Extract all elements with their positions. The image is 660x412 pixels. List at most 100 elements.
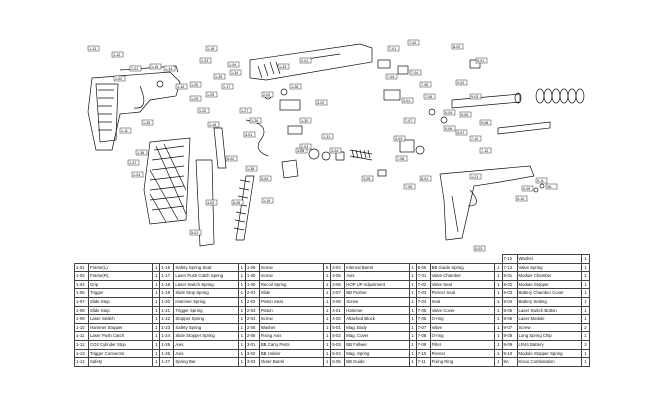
part-code: 2-06 bbox=[244, 331, 260, 341]
callout-label: 8-02 bbox=[453, 45, 460, 49]
callout-label: 2-01 bbox=[301, 59, 308, 63]
callout-9-09: 9-09 bbox=[521, 185, 534, 192]
part-name: Frame(R) bbox=[87, 271, 154, 281]
callout-label: 5-02 bbox=[227, 157, 234, 161]
part-name: Module Chamber bbox=[516, 271, 583, 281]
part-qty: 1 bbox=[152, 271, 161, 281]
callout-1-04: 1-04 bbox=[227, 61, 240, 68]
callout-label: 9-11 bbox=[537, 179, 544, 183]
part-code: 2-02 bbox=[244, 296, 260, 307]
part-qty: 1 bbox=[494, 271, 503, 281]
callout-label: 1-34 bbox=[231, 71, 238, 75]
part-qty: 1 bbox=[408, 279, 417, 290]
callout-1-17: 1-17 bbox=[221, 83, 234, 90]
part-name: Piston Seat bbox=[258, 296, 325, 307]
part-name: Piercer Seal bbox=[429, 288, 496, 298]
part-name: Kisoo Combination bbox=[516, 357, 583, 367]
callout-1-21: 1-21 bbox=[469, 173, 482, 180]
part-code: 3-06 bbox=[330, 279, 346, 290]
part-name: Spring Bar bbox=[173, 357, 239, 367]
part-qty: 1 bbox=[581, 314, 590, 324]
part-name: Slide Stop bbox=[87, 296, 154, 307]
part-code: 5-06 bbox=[415, 262, 431, 273]
callout-label: 3-01 bbox=[403, 99, 410, 103]
callout-label: 9-04 bbox=[445, 111, 452, 115]
empty-cell bbox=[324, 255, 331, 264]
valve-parts bbox=[308, 148, 373, 161]
part-name: BB Follwer bbox=[344, 339, 410, 350]
empty-cell bbox=[245, 255, 259, 264]
empty-cell bbox=[174, 255, 238, 264]
part-qty: 1 bbox=[237, 271, 246, 281]
part-code: 7-02 bbox=[415, 279, 431, 290]
part-code: 1-12 bbox=[74, 339, 89, 350]
callout-3-01: 3-01 bbox=[401, 97, 414, 104]
part-code: 7-11 bbox=[415, 357, 431, 367]
part-qty: 1 bbox=[408, 331, 417, 341]
callout-label: 1-01 bbox=[131, 67, 138, 71]
callout-1-15: 1-15 bbox=[149, 63, 162, 70]
part-qty: 1 bbox=[323, 322, 332, 333]
callout-1-33: 1-33 bbox=[277, 63, 290, 70]
callout-label: 7-09 bbox=[405, 185, 412, 189]
callout-label: 1-35 bbox=[143, 121, 150, 125]
empty-cell bbox=[160, 255, 174, 264]
callout-label: 1-11 bbox=[121, 129, 128, 133]
part-name: Laser Module bbox=[516, 314, 583, 324]
callout-4-01: 4-01 bbox=[243, 131, 256, 138]
part-name: Fixing Axis bbox=[258, 331, 325, 341]
part-name: Attached Block bbox=[344, 314, 410, 324]
part-code: 5-02 bbox=[330, 331, 346, 341]
part-qty: 1 bbox=[494, 357, 503, 367]
empty-cell bbox=[409, 255, 416, 264]
part-code: 7-01 bbox=[415, 271, 431, 281]
part-qty: 1 bbox=[408, 296, 417, 307]
part-code: 3-07 bbox=[330, 288, 346, 298]
callout-label: 1-39 bbox=[215, 75, 222, 79]
part-qty: 1 bbox=[237, 288, 246, 298]
part-qty: 1 bbox=[237, 331, 246, 341]
callout-label: 7-08 bbox=[397, 157, 404, 161]
part-qty: 1 bbox=[237, 314, 246, 324]
callout-label: 2-02 bbox=[263, 93, 270, 97]
callout-label: 1-37 bbox=[129, 161, 136, 165]
part-code: 1-13 bbox=[74, 348, 89, 359]
empty-cell bbox=[259, 255, 323, 264]
part-qty: 1 bbox=[323, 314, 332, 324]
part-code: 7-10 bbox=[415, 348, 431, 359]
part-code: 4-01 bbox=[330, 305, 346, 316]
part-qty: 1 bbox=[408, 305, 417, 316]
part-name: BB Holder bbox=[258, 348, 325, 359]
callout-1-16: 1-16 bbox=[207, 121, 220, 128]
callout-1-39: 1-39 bbox=[213, 73, 226, 80]
part-name: Safety bbox=[87, 357, 154, 367]
part-code: 2-04 bbox=[244, 314, 260, 324]
part-name: Valve Cover bbox=[429, 305, 496, 316]
part-qty: 1 bbox=[581, 279, 590, 290]
callout-1-12: 1-12 bbox=[111, 51, 124, 58]
part-code: 1-25 bbox=[159, 339, 175, 350]
part-qty: 1 bbox=[152, 314, 161, 324]
callout-8-02: 8-02 bbox=[451, 43, 464, 50]
callout-label: 1-04 bbox=[229, 63, 236, 67]
callout-label: 1-22 bbox=[199, 109, 206, 113]
callout-label: 1-24 bbox=[133, 173, 140, 177]
part-name: Axis bbox=[344, 271, 410, 281]
part-code: 1-11 bbox=[74, 331, 89, 341]
callout-1-24: 1-24 bbox=[131, 171, 144, 178]
empty-cell bbox=[430, 255, 494, 264]
callout-label: 1-27 bbox=[241, 109, 248, 113]
part-code: 1-30 bbox=[244, 271, 260, 281]
callout-label: 1-02 bbox=[115, 77, 122, 81]
callout-label: 5-01 bbox=[191, 231, 198, 235]
empty-cell bbox=[416, 255, 430, 264]
grip-panel bbox=[143, 137, 191, 225]
part-name: Module Stopper Spring bbox=[516, 348, 583, 359]
part-code: 5-03 bbox=[330, 339, 346, 350]
part-code: 9A bbox=[501, 357, 518, 367]
